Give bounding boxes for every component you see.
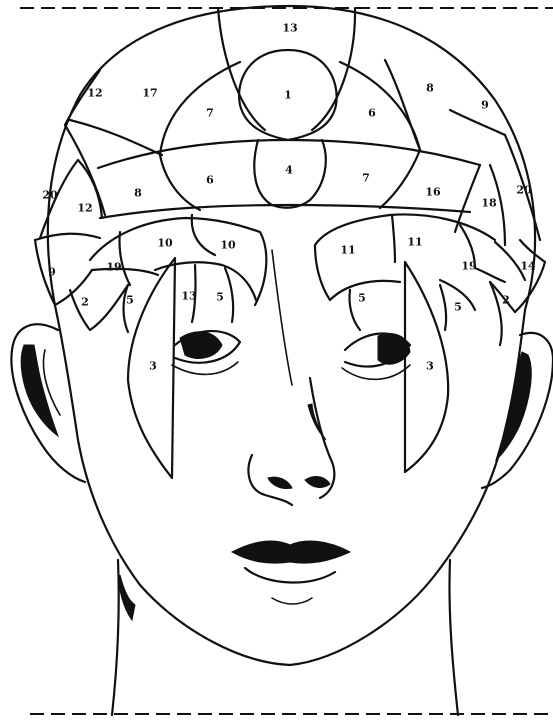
left-eye [172, 331, 240, 374]
zone-label: 12 [77, 202, 92, 215]
zone-label: 9 [481, 99, 489, 112]
zone-label: 7 [362, 172, 370, 185]
zone-label: 5 [216, 291, 224, 304]
zone-label: 2 [81, 296, 89, 309]
right-ear [482, 333, 553, 488]
zone-label: 11 [340, 244, 355, 257]
zone-label: 5 [358, 292, 366, 305]
zone-labels: 13 1 17 12 7 6 8 9 4 6 7 8 16 20 12 18 2… [42, 22, 536, 373]
zone-label: 20 [516, 184, 532, 197]
zone-label: 18 [481, 197, 497, 210]
zone-label: 19 [461, 260, 476, 273]
left-ear [11, 324, 85, 482]
zone-label: 10 [157, 237, 173, 250]
zone-label: 5 [126, 294, 134, 307]
zone-label: 14 [520, 260, 536, 273]
zone-label: 1 [284, 89, 292, 102]
zone-label: 6 [368, 107, 376, 120]
zone-label: 5 [454, 301, 462, 314]
zone-label: 12 [87, 87, 102, 100]
zone-label: 13 [282, 22, 297, 35]
mouth [232, 541, 350, 604]
zone-label: 7 [206, 107, 214, 120]
zone-label: 8 [134, 187, 142, 200]
zone-label: 3 [149, 360, 157, 373]
head-outline [48, 6, 535, 665]
zone-label: 8 [426, 82, 434, 95]
zone-label: 4 [285, 164, 293, 177]
zone-label: 20 [42, 189, 58, 202]
zone-label: 11 [407, 236, 422, 249]
dashed-frame [20, 8, 553, 714]
zone-label: 19 [106, 261, 121, 274]
zone-label: 13 [181, 290, 196, 303]
zone-label: 10 [220, 239, 236, 252]
zone-label: 2 [502, 294, 510, 307]
zone-label: 16 [425, 186, 441, 199]
right-eye [342, 334, 410, 380]
zone-label: 17 [142, 87, 157, 100]
zone-label: 9 [48, 266, 56, 279]
zone-label: 3 [426, 360, 434, 373]
zone-label: 6 [206, 174, 214, 187]
